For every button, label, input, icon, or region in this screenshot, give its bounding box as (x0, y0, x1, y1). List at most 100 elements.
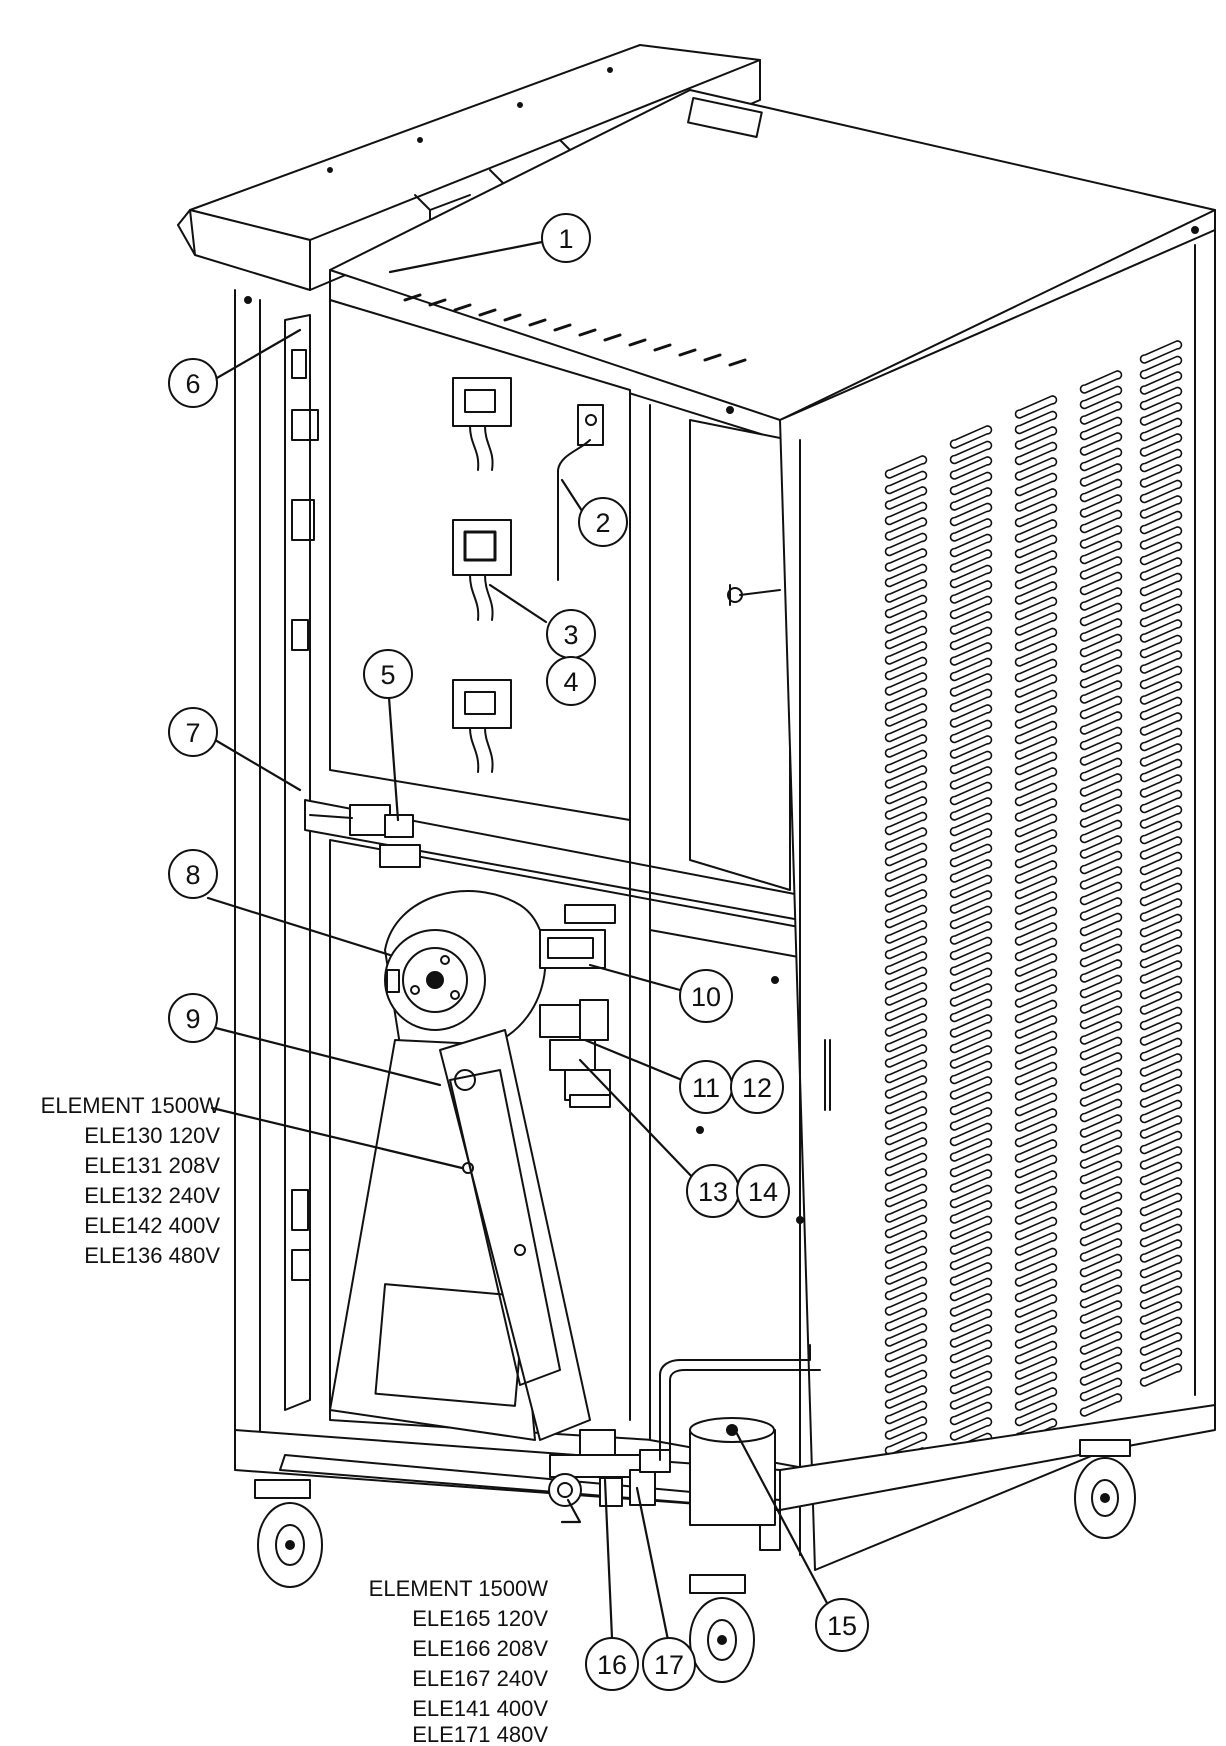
callout-1-label: 1 (558, 224, 573, 254)
louver-slot (1139, 758, 1183, 783)
louver-slot (1014, 627, 1058, 652)
louver-slot (884, 563, 928, 588)
louver-slot (1079, 1083, 1123, 1107)
louver-slot (949, 611, 993, 635)
louver-slot (1139, 851, 1183, 876)
louver-slot (1079, 881, 1123, 906)
louver-slot (1014, 1139, 1058, 1163)
element-spec-bottom-line: ELE167 240V (412, 1666, 548, 1691)
louver-slot (1014, 1263, 1058, 1287)
louver-slot (884, 1245, 928, 1270)
louver-slot (949, 719, 993, 744)
louver-slot (1014, 798, 1058, 822)
louver-slot (1079, 602, 1123, 627)
louver-slot (884, 1090, 928, 1115)
louver-slot (1139, 1022, 1183, 1046)
louver-slot (1014, 472, 1058, 497)
louver-slot (1014, 937, 1058, 962)
louver-slot (1139, 417, 1183, 442)
louver-slot (884, 1400, 928, 1425)
louver-slot (1079, 370, 1123, 394)
louver-slot (949, 1138, 993, 1162)
callout-2: 2 (578, 497, 628, 547)
louver-slot (884, 610, 928, 634)
louver-slot (1079, 540, 1123, 565)
louver-slot (1139, 371, 1183, 395)
louver-slot (1079, 866, 1123, 890)
louver-slot (1079, 478, 1123, 503)
louver-slot (1139, 820, 1183, 845)
louver-slot (1139, 712, 1183, 736)
louver-slot (1079, 1346, 1123, 1371)
louver-slot (1079, 804, 1123, 828)
louver-slot (949, 1153, 993, 1178)
louver-slot (1014, 875, 1058, 900)
louver-slot (949, 1029, 993, 1054)
louver-slot (1014, 1216, 1058, 1241)
louver-slot (1014, 1108, 1058, 1132)
louver-slot (949, 440, 993, 465)
louver-slot (949, 1169, 993, 1193)
louver-slot (949, 1076, 993, 1100)
louver-slot (1139, 789, 1183, 814)
louver-slot (949, 1417, 993, 1441)
louver-slot (1139, 1068, 1183, 1093)
callout-11: 11 (679, 1060, 733, 1114)
louver-slot (884, 749, 928, 774)
louver-slot (1139, 991, 1183, 1015)
louver-slot (949, 797, 993, 821)
louver-slot (1079, 1207, 1123, 1231)
louver-slot (884, 920, 928, 944)
louver-slot (949, 471, 993, 496)
louver-slot (1139, 1332, 1183, 1356)
callout-8-label: 8 (185, 860, 200, 890)
louver-slot (1139, 1006, 1183, 1031)
louver-slot (884, 1307, 928, 1332)
louver-slot (949, 921, 993, 945)
louver-slot (1014, 1154, 1058, 1179)
louver-slot (1014, 441, 1058, 466)
louver-slot (1139, 929, 1183, 953)
louver-slot (1014, 1201, 1058, 1225)
louver-slot (1139, 402, 1183, 426)
callout-14-label: 14 (748, 1177, 778, 1207)
louver-slot (1079, 1129, 1123, 1154)
callout-17-label: 17 (654, 1650, 684, 1680)
louver-slot (1079, 385, 1123, 410)
element-spec-bottom-line: ELE171 480V (412, 1722, 548, 1746)
louver-slot (1079, 711, 1123, 735)
louver-slot (1079, 649, 1123, 673)
louver-slot (1139, 479, 1183, 504)
louver-slot (1139, 619, 1183, 643)
louver-slot (884, 1323, 928, 1347)
louver-slot (884, 1431, 928, 1456)
louver-slot (1079, 571, 1123, 596)
louver-slot (884, 1369, 928, 1394)
louver-slot (949, 626, 993, 651)
element-spec-bottom-line: ELEMENT 1500W (369, 1576, 549, 1601)
louver-slot (949, 890, 993, 914)
louver-slot (1079, 463, 1123, 487)
louver-slot (1014, 658, 1058, 683)
louver-slot (949, 1060, 993, 1085)
louver-slot (884, 703, 928, 727)
louver-slot (1079, 974, 1123, 999)
element-spec-left-line: ELEMENT 1500W (41, 1093, 221, 1118)
louver-slot (1079, 1284, 1123, 1309)
louver-slot (1139, 836, 1183, 860)
louver-slot (1079, 959, 1123, 983)
louver-slot (1139, 696, 1183, 721)
callout-13-label: 13 (698, 1177, 728, 1207)
louver-slot (1014, 395, 1058, 419)
louver-slot (1079, 494, 1123, 518)
louver-slot (1079, 928, 1123, 952)
louver-slot (1139, 650, 1183, 674)
louver-slot (1139, 774, 1183, 798)
louver-slot (1014, 813, 1058, 838)
callout-16-label: 16 (597, 1650, 627, 1680)
louver-slot (1139, 1115, 1183, 1139)
louver-slot (949, 1386, 993, 1410)
louver-slot (1079, 1191, 1123, 1216)
louver-slot (1079, 1393, 1123, 1417)
louver-slot (1079, 1176, 1123, 1200)
